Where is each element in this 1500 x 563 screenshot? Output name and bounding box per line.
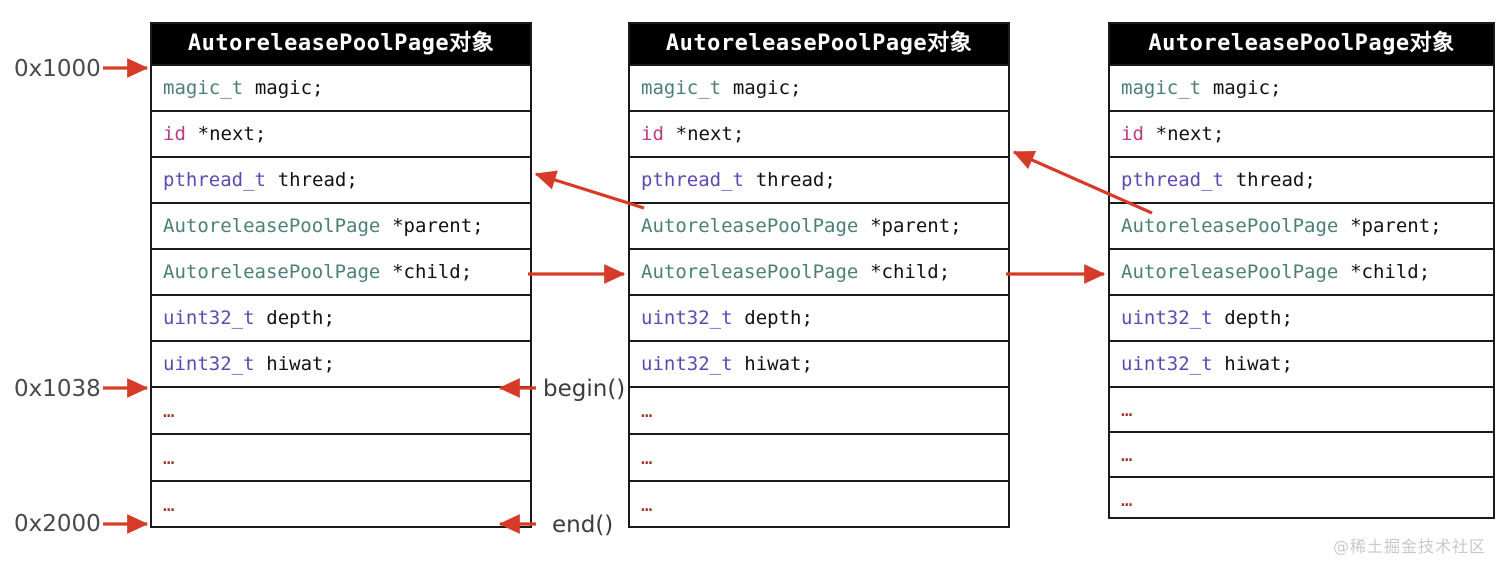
field-type-parent-2: AutoreleasePoolPage xyxy=(641,215,859,237)
field-type-pthread_t-2: pthread_t xyxy=(641,169,744,191)
field-row-empty-1a: … xyxy=(152,386,530,433)
field-row-empty-2b: … xyxy=(630,433,1008,480)
field-row-depth-3: uint32_t depth; xyxy=(1110,294,1493,340)
field-name-parent-2: *parent; xyxy=(870,215,962,237)
ellipsis-icon: … xyxy=(641,446,654,469)
field-type-uint32_t-hiwat-3: uint32_t xyxy=(1121,353,1213,375)
field-name-child-1: *child; xyxy=(392,261,473,283)
field-row-empty-3b: … xyxy=(1110,431,1493,476)
field-row-hiwat-1: uint32_t hiwat; xyxy=(152,340,530,386)
field-name-depth-2: depth; xyxy=(744,307,813,329)
watermark: @稀土掘金技术社区 xyxy=(1332,537,1486,556)
pool-page-box-3: AutoreleasePoolPage对象 magic_t magic; id … xyxy=(1108,22,1495,519)
field-type-uint32_t-depth-2: uint32_t xyxy=(641,307,733,329)
field-name-thread-2: thread; xyxy=(755,169,836,191)
ellipsis-icon: … xyxy=(163,399,176,422)
field-name-depth-1: depth; xyxy=(266,307,335,329)
field-row-child-1: AutoreleasePoolPage *child; xyxy=(152,248,530,294)
field-row-magic-3: magic_t magic; xyxy=(1110,64,1493,110)
field-name-parent-3: *parent; xyxy=(1350,215,1442,237)
ellipsis-icon: … xyxy=(1121,398,1134,421)
field-row-hiwat-3: uint32_t hiwat; xyxy=(1110,340,1493,386)
field-row-empty-2c: … xyxy=(630,480,1008,528)
field-name-child-2: *child; xyxy=(870,261,951,283)
field-row-next-1: id *next; xyxy=(152,110,530,156)
ellipsis-icon: … xyxy=(1121,443,1134,466)
field-row-child-3: AutoreleasePoolPage *child; xyxy=(1110,248,1493,294)
field-type-uint32_t-depth-3: uint32_t xyxy=(1121,307,1213,329)
field-row-empty-3c: … xyxy=(1110,476,1493,521)
field-row-parent-3: AutoreleasePoolPage *parent; xyxy=(1110,202,1493,248)
field-row-empty-1b: … xyxy=(152,433,530,480)
field-type-magic_t-1: magic_t xyxy=(163,77,244,99)
field-name-magic-2: magic; xyxy=(732,77,802,99)
field-type-pthread_t-3: pthread_t xyxy=(1121,169,1224,191)
caption-begin: begin() xyxy=(540,376,629,402)
field-name-thread-1: thread; xyxy=(277,169,358,191)
field-type-id-1: id xyxy=(163,123,186,145)
pool-page-box-2: AutoreleasePoolPage对象 magic_t magic; id … xyxy=(628,22,1010,528)
field-type-id-3: id xyxy=(1121,123,1144,145)
field-name-thread-3: thread; xyxy=(1235,169,1316,191)
ellipsis-icon: … xyxy=(1121,488,1134,511)
field-row-next-3: id *next; xyxy=(1110,110,1493,156)
field-type-child-1: AutoreleasePoolPage xyxy=(163,261,381,283)
field-row-thread-3: pthread_t thread; xyxy=(1110,156,1493,202)
field-type-parent-3: AutoreleasePoolPage xyxy=(1121,215,1339,237)
field-name-next-2: *next; xyxy=(675,123,745,145)
field-row-parent-1: AutoreleasePoolPage *parent; xyxy=(152,202,530,248)
ellipsis-icon: … xyxy=(163,494,176,516)
field-name-parent-1: *parent; xyxy=(392,215,484,237)
field-row-empty-1c: … xyxy=(152,480,530,528)
field-row-next-2: id *next; xyxy=(630,110,1008,156)
field-name-hiwat-3: hiwat; xyxy=(1224,353,1293,375)
caption-end: end() xyxy=(549,512,617,538)
field-name-magic-3: magic; xyxy=(1212,77,1282,99)
field-type-uint32_t-hiwat-1: uint32_t xyxy=(163,353,255,375)
field-row-parent-2: AutoreleasePoolPage *parent; xyxy=(630,202,1008,248)
pool-page-header-3: AutoreleasePoolPage对象 xyxy=(1110,24,1493,64)
pool-page-box-1: AutoreleasePoolPage对象 magic_t magic; id … xyxy=(150,22,532,528)
address-0x1038: 0x1038 xyxy=(14,376,101,402)
field-row-thread-2: pthread_t thread; xyxy=(630,156,1008,202)
field-type-id-2: id xyxy=(641,123,664,145)
field-row-empty-3a: … xyxy=(1110,386,1493,431)
pool-page-header-1: AutoreleasePoolPage对象 xyxy=(152,24,530,64)
field-name-next-3: *next; xyxy=(1155,123,1225,145)
field-name-hiwat-2: hiwat; xyxy=(744,353,813,375)
field-name-child-3: *child; xyxy=(1350,261,1431,283)
field-type-child-2: AutoreleasePoolPage xyxy=(641,261,859,283)
address-0x2000: 0x2000 xyxy=(14,511,101,537)
field-name-depth-3: depth; xyxy=(1224,307,1293,329)
field-row-depth-2: uint32_t depth; xyxy=(630,294,1008,340)
field-row-empty-2a: … xyxy=(630,386,1008,433)
field-type-uint32_t-depth-1: uint32_t xyxy=(163,307,255,329)
field-type-child-3: AutoreleasePoolPage xyxy=(1121,261,1339,283)
ellipsis-icon: … xyxy=(641,399,654,422)
address-0x1000: 0x1000 xyxy=(14,56,101,82)
pool-page-header-2: AutoreleasePoolPage对象 xyxy=(630,24,1008,64)
field-type-pthread_t-1: pthread_t xyxy=(163,169,266,191)
field-row-magic-1: magic_t magic; xyxy=(152,64,530,110)
field-row-child-2: AutoreleasePoolPage *child; xyxy=(630,248,1008,294)
field-row-hiwat-2: uint32_t hiwat; xyxy=(630,340,1008,386)
field-type-magic_t-2: magic_t xyxy=(641,77,722,99)
field-type-parent-1: AutoreleasePoolPage xyxy=(163,215,381,237)
field-name-hiwat-1: hiwat; xyxy=(266,353,335,375)
ellipsis-icon: … xyxy=(163,446,176,469)
field-row-magic-2: magic_t magic; xyxy=(630,64,1008,110)
field-type-uint32_t-hiwat-2: uint32_t xyxy=(641,353,733,375)
field-type-magic_t-3: magic_t xyxy=(1121,77,1202,99)
field-row-depth-1: uint32_t depth; xyxy=(152,294,530,340)
ellipsis-icon: … xyxy=(641,494,654,516)
field-row-thread-1: pthread_t thread; xyxy=(152,156,530,202)
field-name-next-1: *next; xyxy=(197,123,267,145)
field-name-magic-1: magic; xyxy=(254,77,324,99)
